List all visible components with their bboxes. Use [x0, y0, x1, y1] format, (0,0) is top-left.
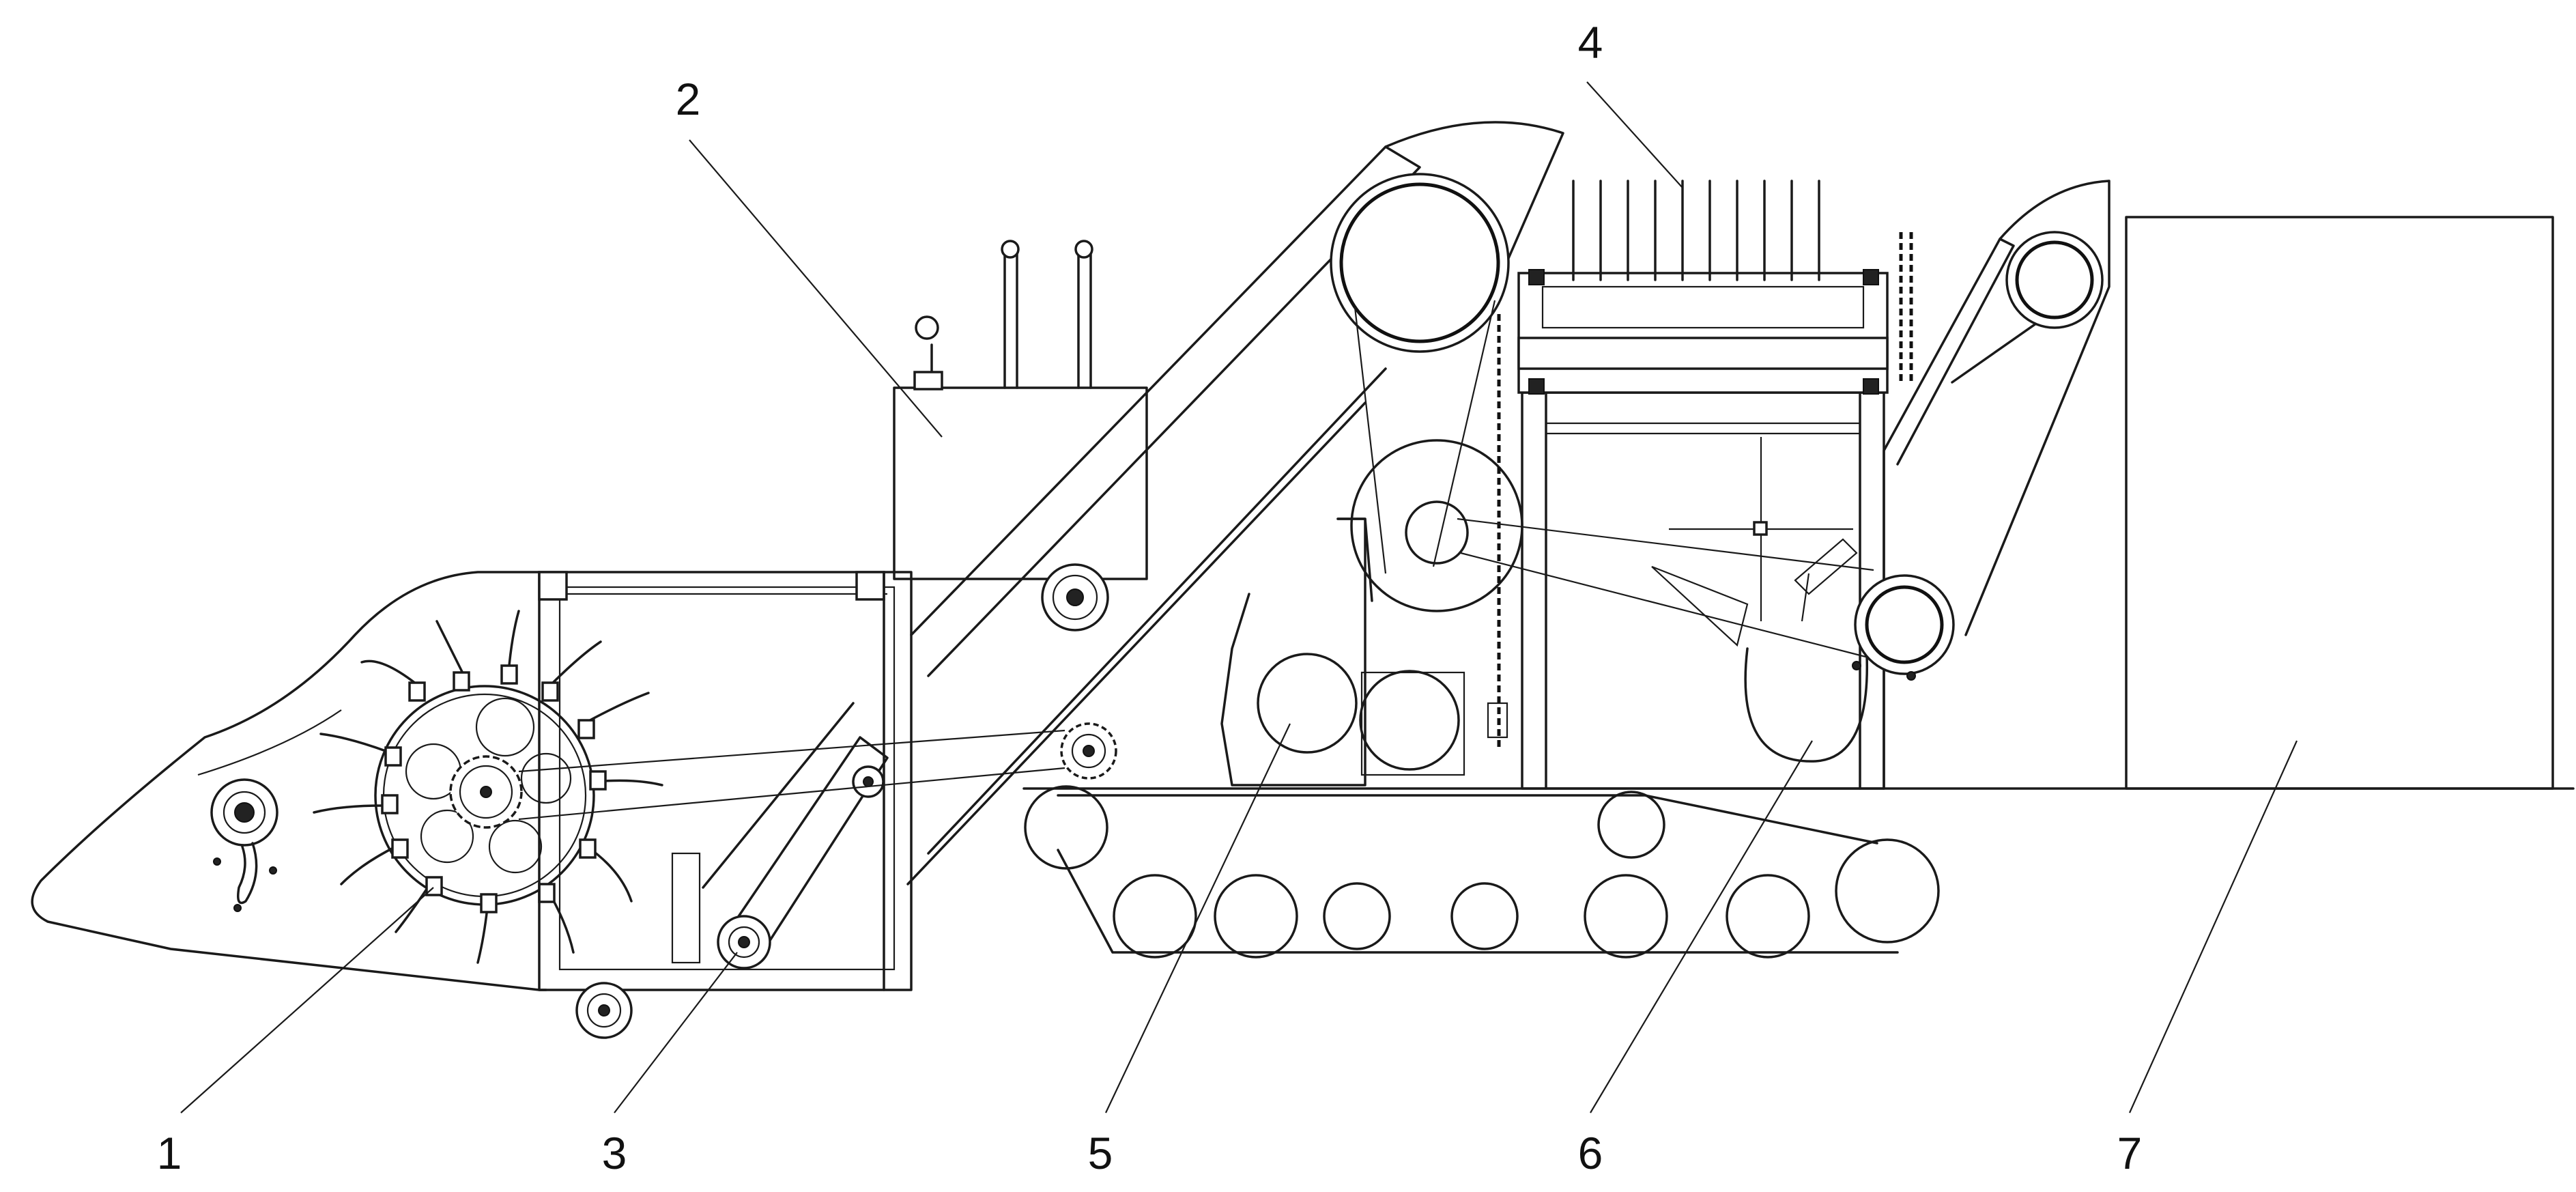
threshing-unit — [1517, 180, 1913, 790]
callout-6: 6 — [1578, 1128, 1603, 1178]
reel-assembly — [313, 610, 663, 964]
leader-lines — [180, 81, 2298, 1113]
callout-2: 2 — [676, 74, 701, 124]
grain-elevator — [1794, 180, 2110, 790]
track-undercarriage — [1022, 785, 2575, 959]
callout-1: 1 — [157, 1128, 182, 1178]
callout-4: 4 — [1578, 17, 1603, 68]
comb-rods — [1572, 180, 1820, 281]
callout-7: 7 — [2117, 1128, 2143, 1178]
callout-5: 5 — [1088, 1128, 1113, 1178]
callout-labels: 1 2 3 4 5 6 7 — [157, 17, 2143, 1178]
top-hopper — [893, 240, 1148, 580]
collection-tank — [2125, 216, 2554, 790]
feeder-frame — [538, 571, 913, 1039]
inclined-conveyor — [518, 121, 1564, 969]
pickup-housing — [31, 571, 547, 991]
callout-3: 3 — [602, 1128, 627, 1178]
